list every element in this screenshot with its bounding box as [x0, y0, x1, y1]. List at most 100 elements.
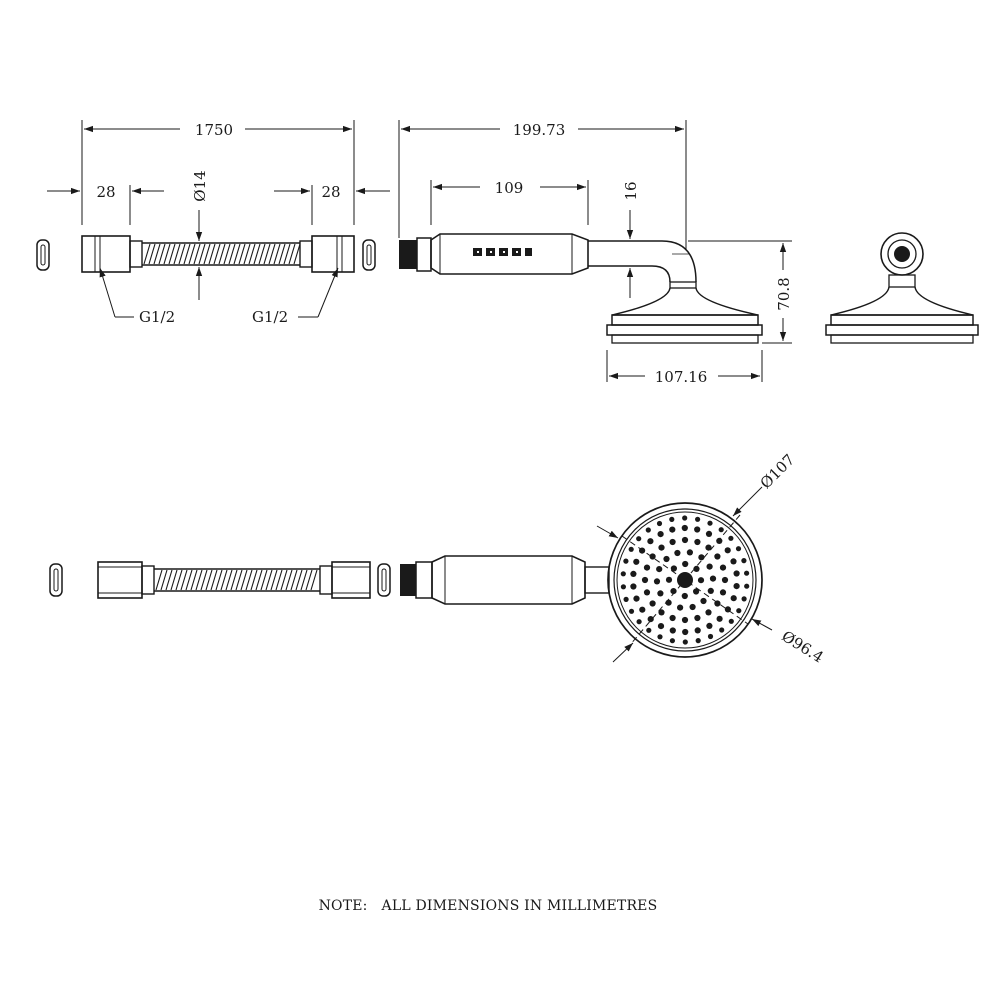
hose-coil: [220, 569, 228, 591]
hose-coil: [205, 569, 213, 591]
nozzle: [674, 549, 681, 557]
nozzle: [707, 587, 714, 595]
hose-coil: [193, 243, 201, 265]
nozzle: [628, 608, 635, 614]
label-hose-length: 1750: [195, 121, 233, 139]
nozzle: [741, 596, 747, 602]
dim-hose-diameter: Ø14: [191, 170, 209, 300]
nozzle: [707, 520, 713, 526]
hose-coil: [230, 569, 238, 591]
hose-coil: [265, 569, 273, 591]
nozzle: [647, 616, 654, 623]
label-thread-right: G1/2: [252, 308, 288, 326]
label-shower-length: 199.73: [513, 121, 566, 139]
nozzle: [706, 622, 713, 630]
hose-coil: [148, 243, 156, 265]
hose-coil: [228, 243, 236, 265]
nozzle: [681, 536, 689, 544]
dim-head-height: 70.8: [688, 240, 793, 344]
nozzle: [733, 570, 740, 577]
head-outer-rim: [607, 502, 763, 658]
hose-coil: [195, 569, 203, 591]
nozzle: [620, 584, 627, 590]
nozzle: [682, 639, 688, 645]
nozzle: [646, 627, 652, 633]
hose-coil: [268, 243, 276, 265]
hose-coil: [235, 569, 243, 591]
nozzle: [620, 571, 626, 577]
nozzle: [681, 616, 689, 624]
nozzle: [681, 592, 688, 600]
nozzle: [741, 558, 747, 564]
spray-nozzles: [620, 515, 750, 645]
nozzle: [682, 628, 689, 636]
hose-coil: [210, 569, 218, 591]
hose-coil: [248, 243, 256, 265]
hose-coil: [213, 243, 221, 265]
washer-left-bottom: [49, 563, 63, 597]
hose-coil: [168, 243, 176, 265]
nozzle: [633, 558, 640, 565]
nozzle: [636, 619, 642, 625]
hose-coil: [233, 243, 241, 265]
label-handle-length: 109: [495, 179, 524, 197]
nozzle: [700, 597, 707, 605]
nozzle: [728, 535, 734, 541]
hose-coil: [190, 569, 198, 591]
nozzle: [639, 606, 646, 613]
nozzle: [724, 547, 731, 554]
nozzle: [647, 538, 654, 545]
nozzle: [714, 553, 721, 560]
thread-callout-right: G1/2: [252, 267, 339, 326]
hose-coil: [180, 569, 188, 591]
nozzle: [736, 608, 742, 614]
hose-coil: [245, 569, 253, 591]
nozzle: [669, 538, 676, 546]
hose-coil: [288, 243, 296, 265]
hose-coil: [215, 569, 223, 591]
nozzle: [669, 638, 676, 644]
nozzle: [719, 627, 725, 633]
threaded-connector: [399, 240, 417, 269]
hose-coil: [163, 243, 171, 265]
nozzle: [656, 566, 663, 573]
hose-coil: [240, 569, 248, 591]
hose-coil: [165, 569, 173, 591]
hose-coil: [225, 569, 233, 591]
nozzle: [716, 537, 723, 545]
nozzle: [733, 583, 740, 590]
nozzle: [670, 565, 678, 572]
nozzle: [681, 524, 688, 532]
hose-coil: [218, 243, 226, 265]
dim-head-width: 107.16: [606, 350, 763, 386]
hose-coil: [263, 243, 271, 265]
dim-handle-length: 109: [430, 179, 589, 225]
nozzle: [695, 638, 701, 644]
hose-coil: [185, 569, 193, 591]
nozzle: [695, 516, 701, 522]
nozzle: [686, 549, 694, 556]
nozzle: [649, 553, 656, 560]
label-nut-left: 28: [96, 183, 115, 201]
handset-top-view: [400, 502, 763, 658]
hose-coil: [310, 569, 318, 591]
label-stem-diameter: 16: [622, 181, 640, 200]
hose-coil: [208, 243, 216, 265]
dim-shower-length: 199.73: [398, 120, 687, 250]
hose-coil: [275, 569, 283, 591]
nozzle: [694, 614, 701, 622]
nozzle: [665, 576, 673, 583]
hose-coil: [300, 569, 308, 591]
hose-coil: [170, 569, 178, 591]
hose-coil: [203, 243, 211, 265]
thread-callout-left: G1/2: [99, 267, 175, 326]
nozzle: [645, 527, 651, 533]
nozzle: [689, 603, 696, 611]
nozzle: [744, 583, 750, 589]
nozzle: [636, 536, 642, 542]
dimensions-note: NOTE: ALL DIMENSIONS IN MILLIMETRES: [318, 898, 658, 914]
hose-coil: [280, 569, 288, 591]
nozzle: [744, 570, 750, 576]
hose-coil: [283, 243, 291, 265]
